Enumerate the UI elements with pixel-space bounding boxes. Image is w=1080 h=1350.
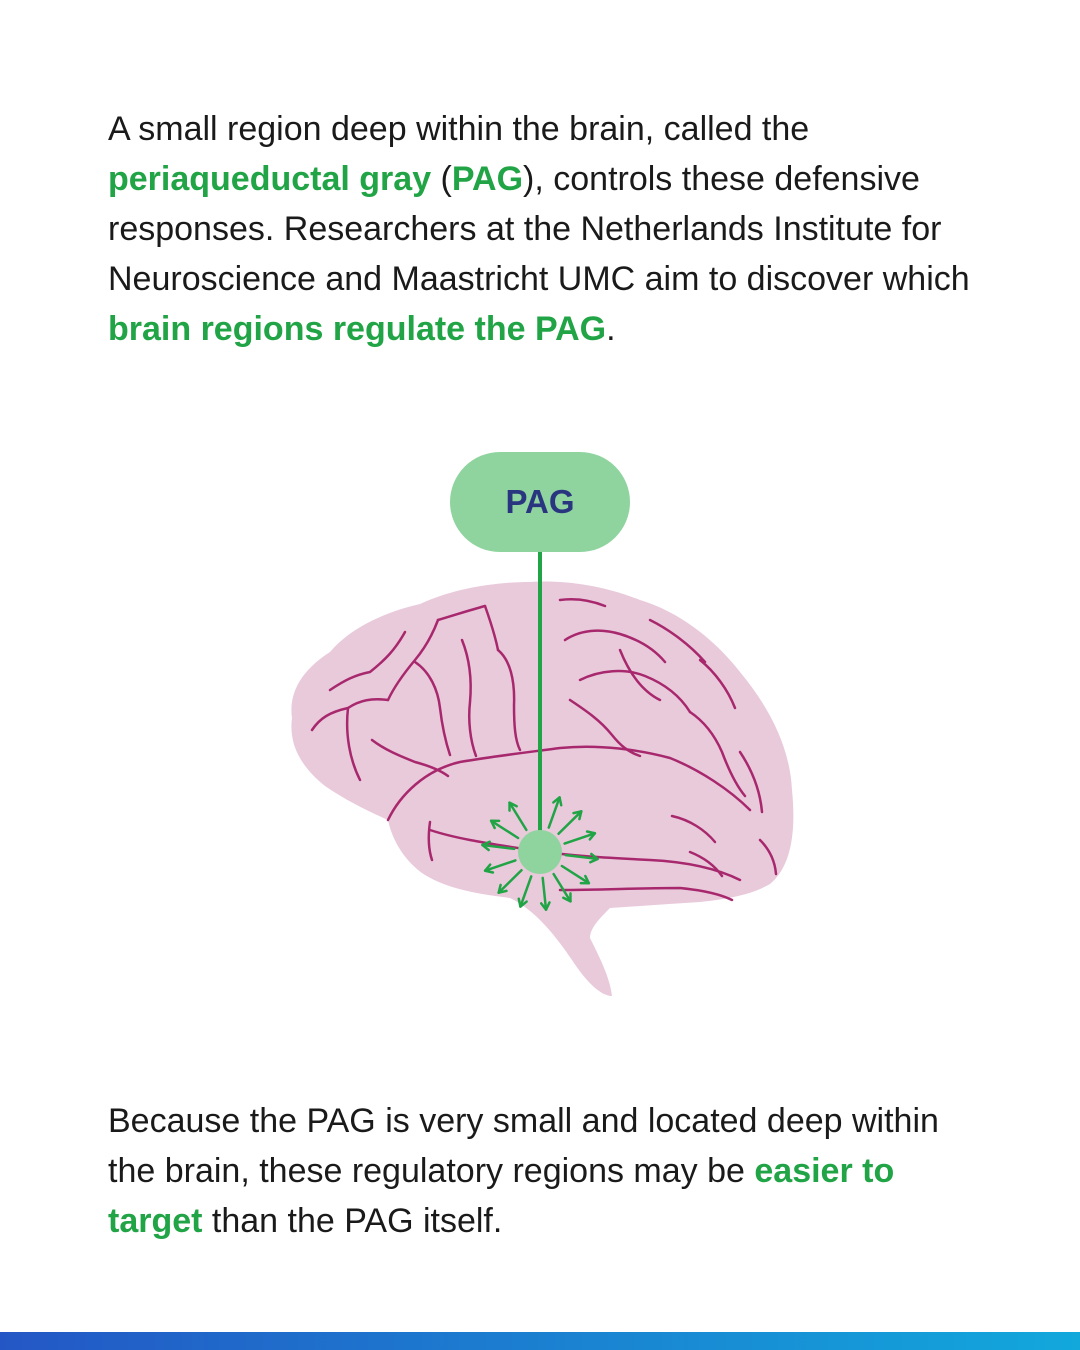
arrow-shaft [557, 810, 583, 836]
arrow-head [585, 830, 597, 841]
arrow-head [517, 897, 528, 908]
arrow-shaft [564, 853, 599, 861]
intro-highlight-pag: PAG [451, 160, 524, 198]
arrow-head [589, 852, 599, 864]
intro-text-2: ( [431, 160, 452, 198]
arrow-shaft [483, 859, 517, 872]
arrow-shaft [563, 832, 597, 845]
arrow-shaft [541, 876, 548, 911]
outro-text-1: Because the PAG is very small and locate… [108, 1102, 939, 1190]
arrow-shaft [552, 872, 572, 903]
brain-illustration [260, 440, 820, 1020]
arrow-head [483, 863, 495, 874]
outro-text-2: than the PAG itself. [202, 1202, 503, 1240]
arrow-head [552, 796, 563, 807]
bottom-gradient-bar [0, 1332, 1080, 1350]
intro-text-1: A small region deep within the brain, ca… [108, 110, 810, 148]
arrow-shaft [489, 819, 520, 840]
intro-highlight-periaqueductal-gray: periaqueductal gray [108, 160, 432, 198]
arrow-head [562, 892, 572, 903]
arrow-shaft [519, 875, 533, 908]
arrow-head [579, 874, 591, 885]
intro-paragraph: A small region deep within the brain, ca… [108, 104, 988, 354]
arrow-head [489, 819, 501, 830]
outro-highlight-easier-to-target: easier to target [108, 1152, 895, 1240]
outro-paragraph: Because the PAG is very small and locate… [108, 1096, 988, 1246]
arrow-head [481, 840, 491, 852]
pag-dot [518, 830, 562, 874]
pag-label-pill: PAG [450, 452, 630, 552]
radiating-arrows [481, 796, 599, 911]
intro-text-3: ), controls these defensive responses. R… [108, 160, 970, 298]
arrow-head [508, 801, 518, 812]
arrow-head [497, 883, 508, 894]
arrow-head [539, 901, 551, 911]
arrow-shaft [547, 796, 561, 829]
arrow-shaft [481, 843, 516, 851]
brain-gyri-lines [310, 598, 778, 902]
arrow-head [572, 810, 583, 821]
intro-highlight-brain-regions: brain regions regulate the PAG [108, 310, 607, 348]
arrow-shaft [497, 868, 523, 894]
brain-silhouette [291, 581, 794, 996]
intro-text-4: . [606, 310, 616, 348]
pag-label: PAG [505, 483, 575, 520]
arrow-shaft [508, 801, 528, 832]
arrow-shaft [560, 864, 591, 885]
